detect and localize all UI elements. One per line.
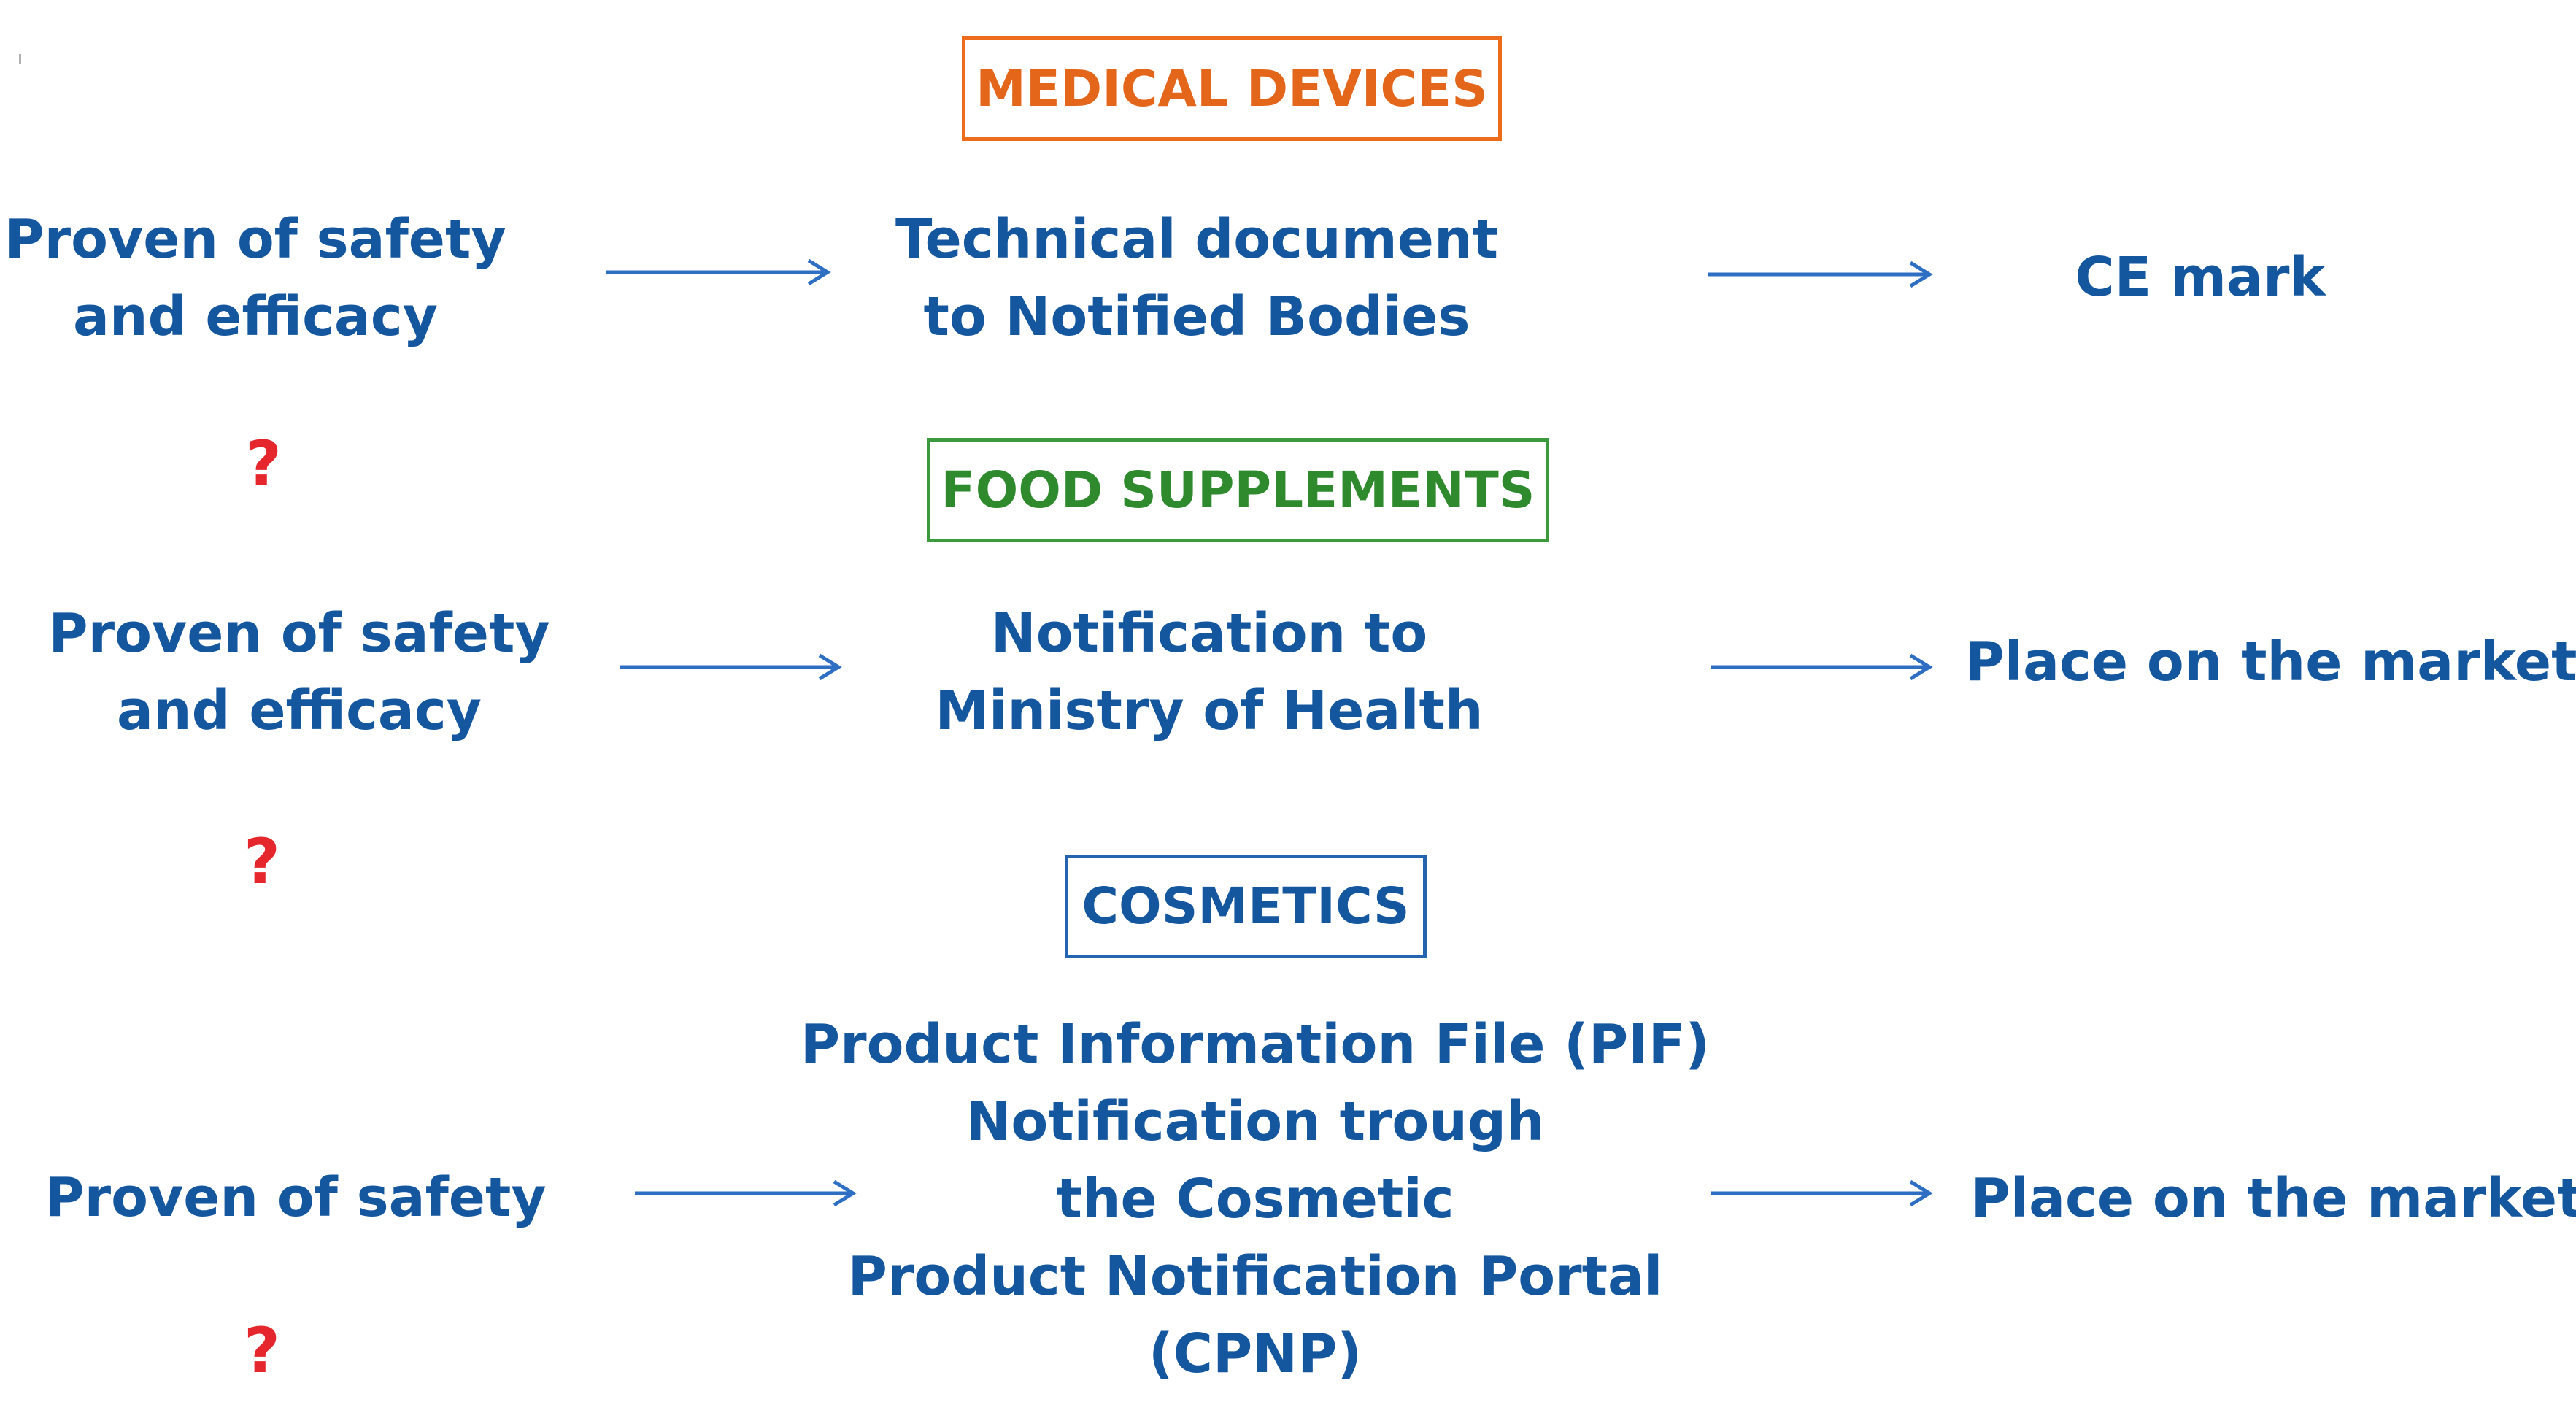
food-supplements-label: FOOD SUPPLEMENTS (941, 461, 1535, 520)
medical-source-line-1: Proven of safety (4, 208, 506, 271)
cosmetics-arrow-1 (635, 1179, 857, 1207)
medical-source-text: Proven of safety and efficacy (4, 201, 506, 355)
food-arrow-1 (620, 653, 842, 681)
cosmetics-arrow-2 (1711, 1179, 1933, 1207)
food-source-line-1: Proven of safety (48, 602, 550, 665)
edge-mark (19, 54, 21, 64)
food-arrow-2 (1711, 653, 1933, 681)
medical-result-text: CE mark (2075, 246, 2326, 309)
medical-devices-header: MEDICAL DEVICES (962, 36, 1502, 141)
cosmetics-label: COSMETICS (1081, 877, 1410, 936)
cosmetics-process-text: Product Information File (PIF) Notificat… (801, 1006, 1710, 1393)
cosmetics-process-line-4: Product Notification Portal (847, 1245, 1663, 1308)
cosmetics-result-text: Place on the market (1970, 1167, 2576, 1230)
medical-process-line-1: Technical document (895, 208, 1499, 271)
food-question-mark: ? (244, 825, 280, 898)
cosmetics-header: COSMETICS (1065, 855, 1427, 958)
medical-devices-label: MEDICAL DEVICES (976, 59, 1488, 118)
medical-arrow-2 (1708, 261, 1933, 288)
food-result-text: Place on the market (1964, 631, 2576, 693)
medical-process-line-2: to Notified Bodies (923, 285, 1470, 348)
food-process-line-1: Notification to (990, 602, 1428, 665)
medical-arrow-1 (606, 258, 831, 286)
cosmetics-process-line-1: Product Information File (PIF) (800, 1013, 1711, 1076)
cosmetics-question-mark: ? (244, 1314, 280, 1387)
food-source-text: Proven of safety and efficacy (48, 595, 549, 750)
cosmetics-process-line-2: Notification trough (965, 1090, 1545, 1153)
cosmetics-process-line-3: the Cosmetic (1056, 1168, 1454, 1230)
medical-source-line-2: and efficacy (73, 285, 438, 348)
medical-process-text: Technical document to Notified Bodies (895, 201, 1498, 355)
cosmetics-source-text: Proven of safety (45, 1166, 547, 1229)
food-supplements-header: FOOD SUPPLEMENTS (927, 438, 1549, 542)
food-process-text: Notification to Ministry of Health (935, 595, 1483, 750)
food-source-line-2: and efficacy (117, 679, 482, 742)
medical-question-mark: ? (245, 428, 282, 501)
cosmetics-process-line-5: (CPNP) (1148, 1322, 1362, 1385)
food-process-line-2: Ministry of Health (935, 679, 1484, 742)
